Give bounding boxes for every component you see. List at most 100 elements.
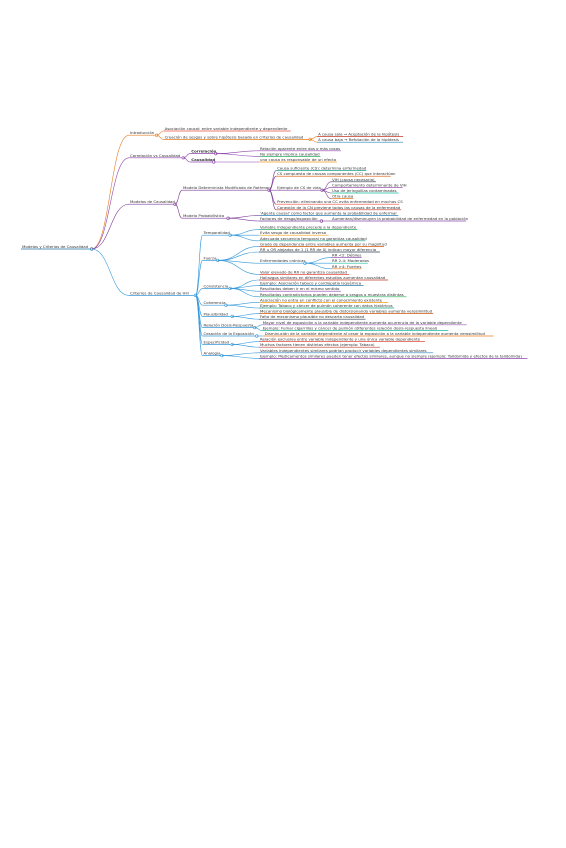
leaf-node-cs-compuesta-de-causas-componentes-cc-qu[interactable]: CS compuesta de causas componentes (CC) … (277, 171, 396, 176)
branch-node-introduccion[interactable]: Introducción (130, 130, 155, 135)
connector-mecanismo-biologicamente-plausible-de-di (232, 313, 260, 317)
connector-cs-compuesta-de-causas-componentes-cc-qu (268, 175, 277, 191)
leaf-node-falta-de-mecanismo-plausible-no-descarta[interactable]: Falta de mecanismo plausible no descarta… (260, 314, 365, 319)
leaf-node-a-causa-baja-refutacion-de-la-hipotesis[interactable]: A causa baja → Refutación de la hipótesi… (318, 137, 399, 142)
leaf-node-a-causa-sola-aceptacion-de-la-hipotesis[interactable]: A causa sola → Aceptación de la hipótesi… (318, 132, 399, 137)
branch-node-plausibilidad[interactable]: Plausibilidad (204, 311, 229, 316)
leaf-node-relacion-aparente-entre-dos-o-mas-cosas[interactable]: Relación aparente entre dos o más cosas (260, 146, 340, 151)
branch-node-causalidad[interactable]: Causalidad (191, 157, 215, 162)
connector-fuerza (195, 260, 203, 296)
connector-adecuada-secuencia-temporal-no-garantiza (230, 234, 260, 242)
connector-consistencia (195, 288, 203, 296)
connector-modelos-de-causalidad (91, 203, 130, 250)
branch-node-enfermedades-cronicas[interactable]: Enfermedades crónicas (260, 258, 306, 263)
leaf-node-hallazgos-similares-en-diferentes-estudi[interactable]: Hallazgos similares en diferentes estudi… (260, 275, 386, 280)
connector-temporalidad (195, 234, 203, 296)
connector-creacion-de-sesgos-y-sobre-hipotesis-bas (156, 134, 164, 140)
leaf-node-ejemplo-tabaco-y-cancer-de-pulmon-cohere[interactable]: Ejemplo: Tabaco y cáncer de pulmón coher… (260, 303, 393, 308)
leaf-node-ejemplo-asociacion-tabaco-y-cardiopatia-[interactable]: Ejemplo: Asociación tabaco y cardiopatía… (260, 281, 362, 286)
branch-node-modelo-determinista-modificado-de-rothma[interactable]: Modelo Determinista Modificado de Rothma… (183, 185, 271, 190)
connector-asociacion-no-entra-en-conflicto-con-el- (226, 302, 260, 306)
connector-analogia (195, 295, 203, 356)
leaf-node-disminucion-de-la-variable-dependiente-a[interactable]: Disminución de la variable dependiente a… (265, 331, 486, 336)
connector-ejemplo-medicamentos-similares-pueden-te (221, 355, 260, 359)
leaf-node-asociacion-no-entra-en-conflicto-con-el-[interactable]: Asociación no entra en conflicto con el … (260, 297, 383, 302)
leaf-node-prevencion-eliminando-una-cc-evita-enfer[interactable]: Prevención: eliminando una CC evita enfe… (277, 199, 403, 204)
leaf-node-otra-causa[interactable]: Otra causa (332, 194, 354, 199)
branch-node-creacion-de-sesgos-y-sobre-hipotesis-bas[interactable]: Creación de sesgos y sobre hipótesis bas… (165, 134, 304, 139)
connector-variable-independiente-precede-a-la-depe (230, 229, 260, 236)
branch-node-modelo-probabilistico[interactable]: Modelo Probabilístico (183, 213, 225, 218)
connector-otra-causa (322, 189, 332, 199)
connector-resultados-contradictorios-pueden-debers (230, 288, 260, 298)
branch-node-modelos-de-causalidad[interactable]: Modelos de Causalidad (130, 199, 175, 204)
leaf-node-comportamiento-determinante-de-vih[interactable]: Comportamiento determinante de VIH (332, 182, 407, 187)
leaf-node-asociacion-causal-entre-variable-indepen[interactable]: Asociación causal: entre variable indepe… (165, 126, 288, 131)
leaf-node-rr-4-fuertes[interactable]: RR >4: Fuertes (332, 264, 361, 269)
branch-node-correlacion[interactable]: Correlación (191, 149, 216, 154)
leaf-node-rr-u-or-alejados-de-1-1-rr-de-0-indican-[interactable]: RR u OR alejados de 1 (1 RR de 0) indica… (260, 247, 377, 252)
connector-ejemplo-fumar-cigarrillos-y-cancer-de-pu (254, 327, 262, 331)
leaf-node-ejemplo-fumar-cigarrillos-y-cancer-de-pu[interactable]: Ejemplo: Fumar cigarrillos y cáncer de p… (263, 325, 438, 330)
connector-correlacion-vs-causalidad (91, 157, 130, 250)
branch-node-cesacion-de-la-exposicion[interactable]: Cesación de la Exposición (204, 331, 255, 336)
connector-mayor-nivel-de-exposicion-a-la-variable- (254, 324, 262, 328)
branch-node-factores-de-riesgo-exposicion[interactable]: Factores de riesgo/exposición (260, 216, 318, 221)
branch-node-consistencia[interactable]: Consistencia (204, 283, 229, 288)
connector-prevencion-eliminando-una-cc-evita-enfer (268, 189, 277, 205)
leaf-node-muchos-factores-tienen-distintos-efectos[interactable]: Muchos factores tienen distintos efectos… (260, 342, 375, 347)
leaf-node-vih-causa-necesaria[interactable]: VIH (causa necesaria) (332, 177, 375, 182)
connector-ejemplo-asociacion-tabaco-y-cardiopatia- (230, 285, 260, 289)
leaf-node-agente-causal-como-factor-que-aumenta-la[interactable]: 'Agente causal' como factor que aumenta … (260, 210, 397, 215)
leaf-node-causa-suficiente-cs-determina-enfermedad[interactable]: Causa suficiente (CS): determina enferme… (277, 166, 367, 171)
branch-node-coherencia[interactable]: Coherencia (204, 300, 227, 305)
branch-node-criterios-de-causalidad-de-hill[interactable]: Criterios de Causalidad de Hill (130, 290, 189, 295)
connector-criterios-de-causalidad-de-hill (91, 248, 130, 296)
connector-rr-u-or-alejados-de-1-1-rr-de-0-indican- (217, 251, 260, 261)
leaf-node-aumentan-disminuyen-la-probabilidad-de-e[interactable]: Aumentan/disminuyen la probabilidad de e… (332, 216, 469, 221)
leaf-node-una-causa-es-responsable-de-un-efecto[interactable]: una causa es responsable de un efecto (260, 157, 337, 162)
connector-ejemplo-tabaco-y-cancer-de-pulmon-cohere (226, 304, 260, 309)
leaf-node-variable-independiente-precede-a-la-depe[interactable]: Variable independiente precede a la depe… (260, 225, 357, 230)
connector-falta-de-mecanismo-plausible-no-descarta (232, 316, 260, 320)
branch-node-temporalidad[interactable]: Temporalidad (203, 230, 231, 235)
leaf-node-valor-elevado-de-rr-no-garantiza-causali[interactable]: Valor elevado de RR no garantiza causali… (260, 269, 347, 274)
leaf-node-relacion-exclusiva-entre-variable-indepe[interactable]: Relación exclusiva entre variable indepe… (260, 337, 421, 342)
connector-especificidad (195, 295, 203, 345)
connector-modelo-probabilistico (174, 203, 183, 219)
leaf-node-ejemplo-medicamentos-similares-pueden-te[interactable]: Ejemplo: Medicamentos similares pueden t… (260, 353, 522, 358)
connector-introduccion (91, 134, 130, 250)
branch-node-modelos-y-criterios-de-causalidad[interactable]: Modelos y Criterios de Causalidad (22, 244, 89, 249)
leaf-node-grado-de-dependencia-entre-variables-aum[interactable]: Grado de dependencia entre variables aum… (260, 241, 387, 246)
branch-node-especificidad[interactable]: Especificidad (204, 339, 230, 344)
leaf-node-no-siempre-implica-causalidad[interactable]: No siempre implica causalidad (260, 151, 320, 156)
connector-relacion-aparente-entre-dos-o-mas-cosas (215, 150, 260, 154)
branch-node-relacion-dosis-respuesta[interactable]: Relación Dosis-Respuesta (204, 323, 254, 328)
leaf-node-adecuada-secuencia-temporal-no-garantiza[interactable]: Adecuada secuencia temporal no garantiza… (260, 236, 367, 241)
leaf-node-evita-sesgo-de-causalidad-inversa[interactable]: Evita sesgo de causalidad inversa (260, 230, 327, 235)
leaf-node-rr-2-4-moderados[interactable]: RR 2-4: Moderados (332, 258, 369, 263)
leaf-node-resultados-contradictorios-pueden-debers[interactable]: Resultados contradictorios pueden debers… (260, 292, 404, 297)
leaf-node-rr-2-debiles[interactable]: RR <2: Débiles (332, 253, 361, 258)
branch-node-correlacion-vs-causalidad[interactable]: Correlación vs Causalidad (130, 153, 181, 158)
leaf-node-mayor-nivel-de-exposicion-a-la-variable-[interactable]: Mayor nivel de exposición a la variable … (263, 320, 463, 325)
leaf-node-uso-de-jeringuillas-contaminadas[interactable]: Uso de jeringuillas contaminadas (332, 188, 397, 193)
connector-a-causa-sola-aceptacion-de-la-hipotesis (310, 136, 318, 140)
branch-node-fuerza[interactable]: Fuerza (204, 255, 218, 260)
branch-node-ejemplo-de-cs-de-vida[interactable]: Ejemplo de CS de vida (277, 185, 321, 190)
leaf-node-conexion-de-la-cn-previene-todas-las-cau[interactable]: Conexión de la CN previene todas las cau… (277, 205, 401, 210)
leaf-node-resultados-deben-ir-en-el-mismo-sentido[interactable]: Resultados deben ir en el mismo sentido (260, 286, 340, 291)
connector-rr-2-debiles (305, 257, 332, 264)
connector-grado-de-dependencia-entre-variables-aum (217, 246, 260, 261)
connector-muchos-factores-tienen-distintos-efectos (232, 344, 260, 348)
branch-node-analogia[interactable]: Analogía (204, 351, 222, 356)
connector-relacion-exclusiva-entre-variable-indepe (232, 341, 260, 345)
connector-a-causa-baja-refutacion-de-la-hipotesis (310, 139, 318, 143)
connector-valor-elevado-de-rr-no-garantiza-causali (217, 260, 260, 275)
connector-agente-causal-como-factor-que-aumenta-la (228, 215, 260, 219)
leaf-node-mecanismo-biologicamente-plausible-de-di[interactable]: Mecanismo biológicamente plausible de di… (260, 309, 433, 314)
leaf-node-variables-independientes-similares-podri[interactable]: Variables independientes similares podrí… (260, 348, 427, 353)
connector-comportamiento-determinante-de-vih (322, 187, 332, 191)
connector-no-siempre-implica-causalidad (215, 153, 260, 157)
